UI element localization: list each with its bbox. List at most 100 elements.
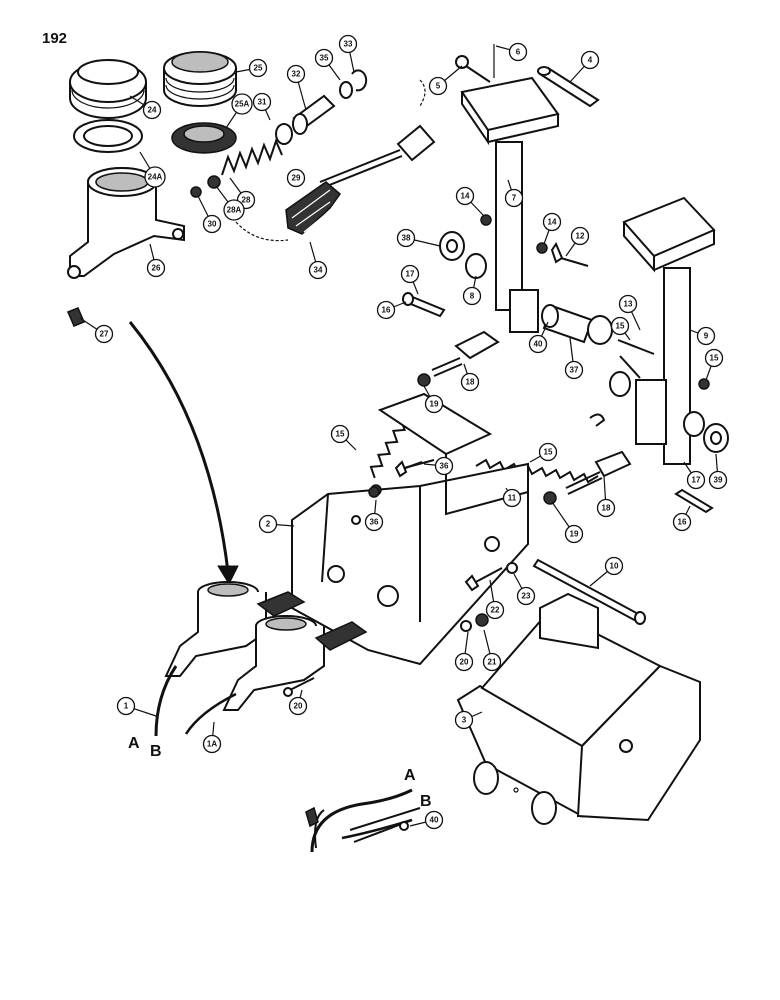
callout-bubble [376, 300, 396, 320]
callout-bubble [146, 258, 166, 278]
callout-label-24a: 24A [148, 173, 163, 182]
callout-bubble [482, 652, 502, 672]
piston-32 [292, 94, 336, 135]
callout-bubble [202, 734, 222, 754]
callout-label-32: 32 [292, 70, 301, 79]
callout-label-13: 13 [624, 300, 633, 309]
callout-bubble [252, 92, 272, 112]
callout-bubble [286, 168, 306, 188]
bolt-21 [283, 677, 315, 697]
callout-label-36: 36 [370, 518, 379, 527]
washer-22 [460, 620, 472, 632]
callout-bubble [570, 226, 590, 246]
clevis-19-upper [431, 330, 500, 377]
callout-label-34: 34 [314, 266, 323, 275]
bracket-1A [456, 592, 701, 825]
callout-label-18: 18 [602, 504, 611, 513]
callout-bubble [454, 652, 474, 672]
spring-16-right [475, 413, 606, 484]
callout-label-11: 11 [508, 494, 517, 503]
callout-label-33: 33 [344, 40, 353, 49]
callout-label-15: 15 [544, 448, 553, 457]
pin-4 [537, 66, 600, 108]
callout-label-7: 7 [512, 194, 517, 203]
pin-12 [532, 558, 646, 625]
cup-28A [207, 175, 221, 189]
callout-bubble [610, 316, 630, 336]
pin-17-upper [402, 292, 446, 318]
callout-bubble [704, 348, 724, 368]
callout-label-31: 31 [258, 98, 267, 107]
callouts-layer: 242524A25A26272828A293031323335344567891… [94, 34, 728, 830]
callout-bubble [454, 710, 474, 730]
callout-label-16: 16 [382, 306, 391, 315]
callout-bubble [400, 264, 420, 284]
callout-label-15: 15 [710, 354, 719, 363]
callout-label-5: 5 [436, 82, 441, 91]
callout-bubble [516, 586, 536, 606]
callout-bubble [596, 498, 616, 518]
callout-bubble [338, 34, 358, 54]
callout-bubble [330, 424, 350, 444]
callout-bubble [116, 696, 136, 716]
callout-label-4: 4 [588, 56, 593, 65]
callout-bubble [286, 64, 306, 84]
callout-bubble [455, 186, 475, 206]
callout-label-8: 8 [470, 292, 475, 301]
callout-label-28a: 28A [227, 206, 242, 215]
callout-label-1: 1 [124, 702, 129, 711]
page-number: 192 [42, 30, 68, 47]
washer-3 [506, 562, 518, 574]
callout-label-29: 29 [292, 174, 301, 183]
callout-label-37: 37 [570, 366, 579, 375]
line-end-letter-a: A [128, 735, 140, 752]
harness-42 [305, 788, 421, 853]
cup-31 [275, 123, 293, 145]
clevis-19-lower [565, 450, 632, 495]
shaft-39 [541, 304, 613, 345]
callout-bubble [223, 199, 245, 221]
callout-bubble [618, 294, 638, 314]
callout-bubble [434, 456, 454, 476]
bracket-1 [291, 392, 529, 666]
callout-bubble [144, 166, 166, 188]
callout-bubble [538, 442, 558, 462]
callout-label-10: 10 [610, 562, 619, 571]
push-rod-29 [319, 124, 436, 189]
callout-label-39: 39 [714, 476, 723, 485]
callout-label-14: 14 [548, 218, 557, 227]
callout-label-18: 18 [466, 378, 475, 387]
callout-bubble [258, 514, 278, 534]
callout-bubble [202, 214, 222, 234]
callout-label-12: 12 [576, 232, 585, 241]
callout-bubble [308, 260, 328, 280]
callout-label-24: 24 [148, 106, 157, 115]
callout-label-20: 20 [460, 658, 469, 667]
callout-label-19: 19 [430, 400, 439, 409]
callout-label-40: 40 [430, 816, 439, 825]
snap-ring-33 [351, 69, 368, 92]
callout-label-19: 19 [570, 530, 579, 539]
brake-line-36 [154, 665, 237, 737]
callout-label-35: 35 [320, 54, 329, 63]
callout-label-2: 2 [266, 520, 271, 529]
callout-bubble [288, 696, 308, 716]
pedal-9 [622, 196, 716, 465]
master-cylinder-26 [67, 167, 185, 279]
callout-label-14: 14 [461, 192, 470, 201]
cap-25 [163, 51, 237, 107]
callout-bubble [248, 58, 268, 78]
bleeder-27 [67, 307, 85, 327]
callout-bubble [580, 50, 600, 70]
bolt-5 [455, 55, 491, 83]
callout-label-23: 23 [522, 592, 531, 601]
callout-bubble [708, 470, 728, 490]
callout-bubble [460, 372, 480, 392]
callout-bubble [396, 228, 416, 248]
callout-bubble [504, 188, 524, 208]
callout-bubble [508, 42, 528, 62]
callout-bubble [686, 470, 706, 490]
callout-bubble [94, 324, 114, 344]
bushing-40-upper [439, 231, 465, 261]
